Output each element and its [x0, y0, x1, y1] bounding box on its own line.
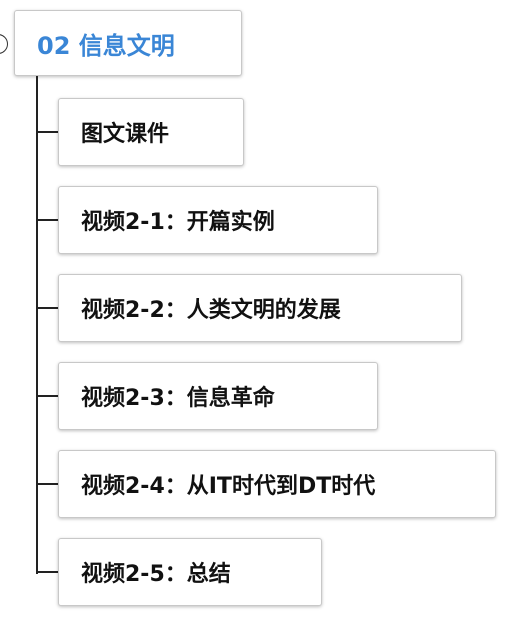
child-node-label: 视频2-4：从IT时代到DT时代 — [81, 474, 376, 499]
tree-connector-branch — [36, 483, 60, 485]
collapse-toggle-icon[interactable] — [0, 34, 8, 54]
root-node-label: 02 信息文明 — [37, 31, 175, 60]
child-node-video-2-4[interactable]: 视频2-4：从IT时代到DT时代 — [58, 450, 496, 518]
tree-connector-vertical — [36, 76, 38, 574]
child-node-label: 视频2-5：总结 — [81, 562, 231, 587]
tree-connector-branch — [36, 219, 60, 221]
child-node-label: 视频2-2：人类文明的发展 — [81, 298, 341, 323]
child-node-courseware[interactable]: 图文课件 — [58, 98, 244, 166]
child-node-video-2-5[interactable]: 视频2-5：总结 — [58, 538, 322, 606]
child-node-label: 视频2-3：信息革命 — [81, 386, 275, 411]
tree-connector-branch — [36, 395, 60, 397]
root-node[interactable]: 02 信息文明 — [14, 10, 242, 76]
tree-connector-branch — [36, 131, 60, 133]
child-node-label: 图文课件 — [81, 122, 170, 147]
child-node-video-2-2[interactable]: 视频2-2：人类文明的发展 — [58, 274, 462, 342]
child-node-video-2-1[interactable]: 视频2-1：开篇实例 — [58, 186, 378, 254]
child-node-video-2-3[interactable]: 视频2-3：信息革命 — [58, 362, 378, 430]
child-node-label: 视频2-1：开篇实例 — [81, 210, 275, 235]
tree-connector-branch — [36, 571, 60, 573]
tree-connector-branch — [36, 307, 60, 309]
